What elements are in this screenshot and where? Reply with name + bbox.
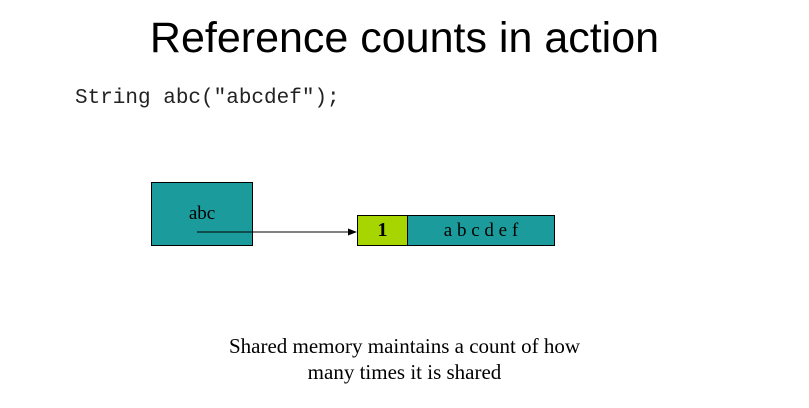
variable-label: abc bbox=[188, 203, 216, 224]
ref-count-box: 1 bbox=[357, 215, 408, 246]
code-line: String abc("abcdef"); bbox=[75, 87, 340, 110]
variable-box: abc bbox=[151, 182, 253, 246]
caption: Shared memory maintains a count of how m… bbox=[0, 333, 809, 385]
caption-line-2: many times it is shared bbox=[307, 360, 502, 384]
caption-line-1: Shared memory maintains a count of how bbox=[228, 334, 581, 358]
slide-title: Reference counts in action bbox=[149, 14, 660, 62]
pointer-arrow-head bbox=[348, 228, 357, 236]
shared-data-box: a b c d e f bbox=[407, 215, 555, 246]
ref-count-value: 1 bbox=[377, 219, 388, 241]
shared-data-label: a b c d e f bbox=[443, 220, 519, 241]
